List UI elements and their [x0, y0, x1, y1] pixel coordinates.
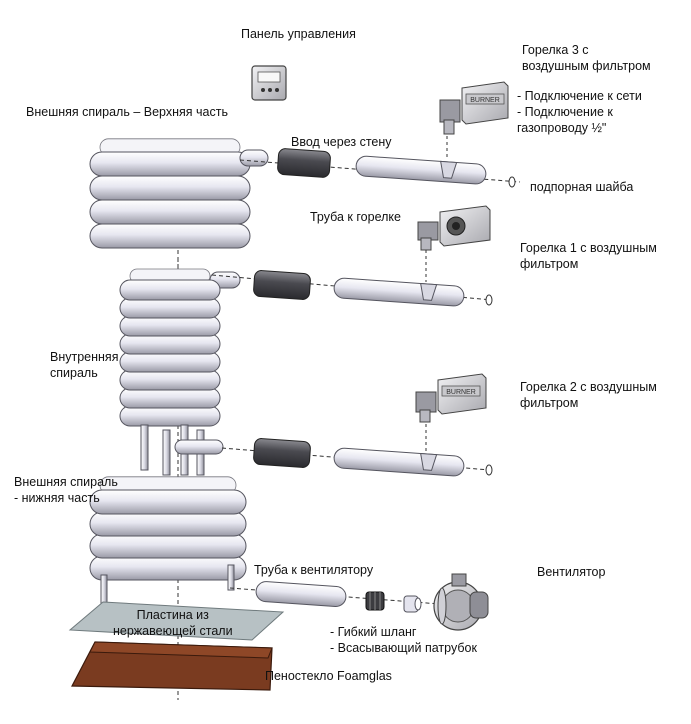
row-burner-2: [221, 418, 493, 477]
outer-coil-bottom-turn: [89, 533, 247, 559]
burner-2-plate: BURNER: [446, 389, 476, 396]
inner-coil-outlet: [174, 439, 224, 455]
label-burner-3-notes: - Подключение к сети - Подключение к газ…: [517, 89, 642, 135]
outer-coil-top-turn: [89, 151, 251, 177]
burner-3-plate: BURNER: [470, 97, 500, 104]
label-flex-hose: - Гибкий шланг - Всасывающий патрубок: [330, 625, 477, 655]
label-steel-plate: Пластина из нержавеющей стали: [113, 608, 233, 638]
inner-coil: [119, 268, 224, 476]
inner-coil-turn: [119, 387, 221, 409]
inner-coil-turn: [119, 297, 221, 319]
label-thrust-washer: подпорная шайба: [530, 180, 634, 194]
label-outer-coil-bottom: Внешняя спираль - нижняя часть: [14, 475, 118, 505]
outer-coil-bottom-turn: [89, 489, 247, 515]
label-inner-coil: Внутренняя спираль: [50, 350, 119, 380]
inner-coil-turn: [119, 405, 221, 427]
label-burner-1: Горелка 1 с воздушным фильтром: [520, 241, 657, 271]
steel-plate: [68, 601, 285, 641]
outer-coil-top: [89, 138, 269, 289]
inner-coil-turn: [119, 369, 221, 391]
row-burner-1: [211, 250, 493, 307]
burner-1: [417, 205, 491, 251]
label-burner-2: Горелка 2 с воздушным фильтром: [520, 380, 657, 410]
inner-coil-turn: [119, 315, 221, 337]
inner-coil-turn: [119, 351, 221, 373]
label-fan: Вентилятор: [537, 565, 606, 579]
label-pipe-to-fan: Труба к вентилятору: [254, 563, 374, 577]
label-wall-inlet: Ввод через стену: [291, 135, 392, 149]
label-control-panel: Панель управления: [241, 27, 356, 41]
fan: [433, 573, 489, 631]
label-pipe-to-burner: Труба к горелке: [310, 210, 401, 224]
label-outer-coil-top: Внешняя спираль – Верхняя часть: [26, 105, 228, 119]
inner-coil-turn: [119, 333, 221, 355]
suction-nozzle: [403, 595, 422, 613]
control-panel: [251, 65, 287, 101]
outer-coil-bottom: [89, 476, 247, 606]
label-burner-3: Горелка 3 с воздушным фильтром: [522, 43, 651, 73]
outer-coil-top-turn: [89, 199, 251, 225]
row-fan: [229, 581, 441, 613]
outer-coil-top-turn: [89, 223, 251, 249]
burner-2: BURNER: [415, 373, 487, 423]
row-burner-3: [239, 130, 521, 188]
label-foamglas: Пеностекло Foamglas: [265, 669, 392, 683]
outer-coil-top-turn: [89, 175, 251, 201]
foamglas-block: [71, 641, 273, 691]
inner-coil-turn: [119, 279, 221, 301]
burner-3: BURNER: [439, 81, 509, 135]
outer-coil-top-outlet: [239, 149, 269, 167]
outer-coil-bottom-turn: [89, 511, 247, 537]
outer-coil-bottom-turn: [89, 555, 247, 581]
flexible-hose: [365, 591, 385, 611]
